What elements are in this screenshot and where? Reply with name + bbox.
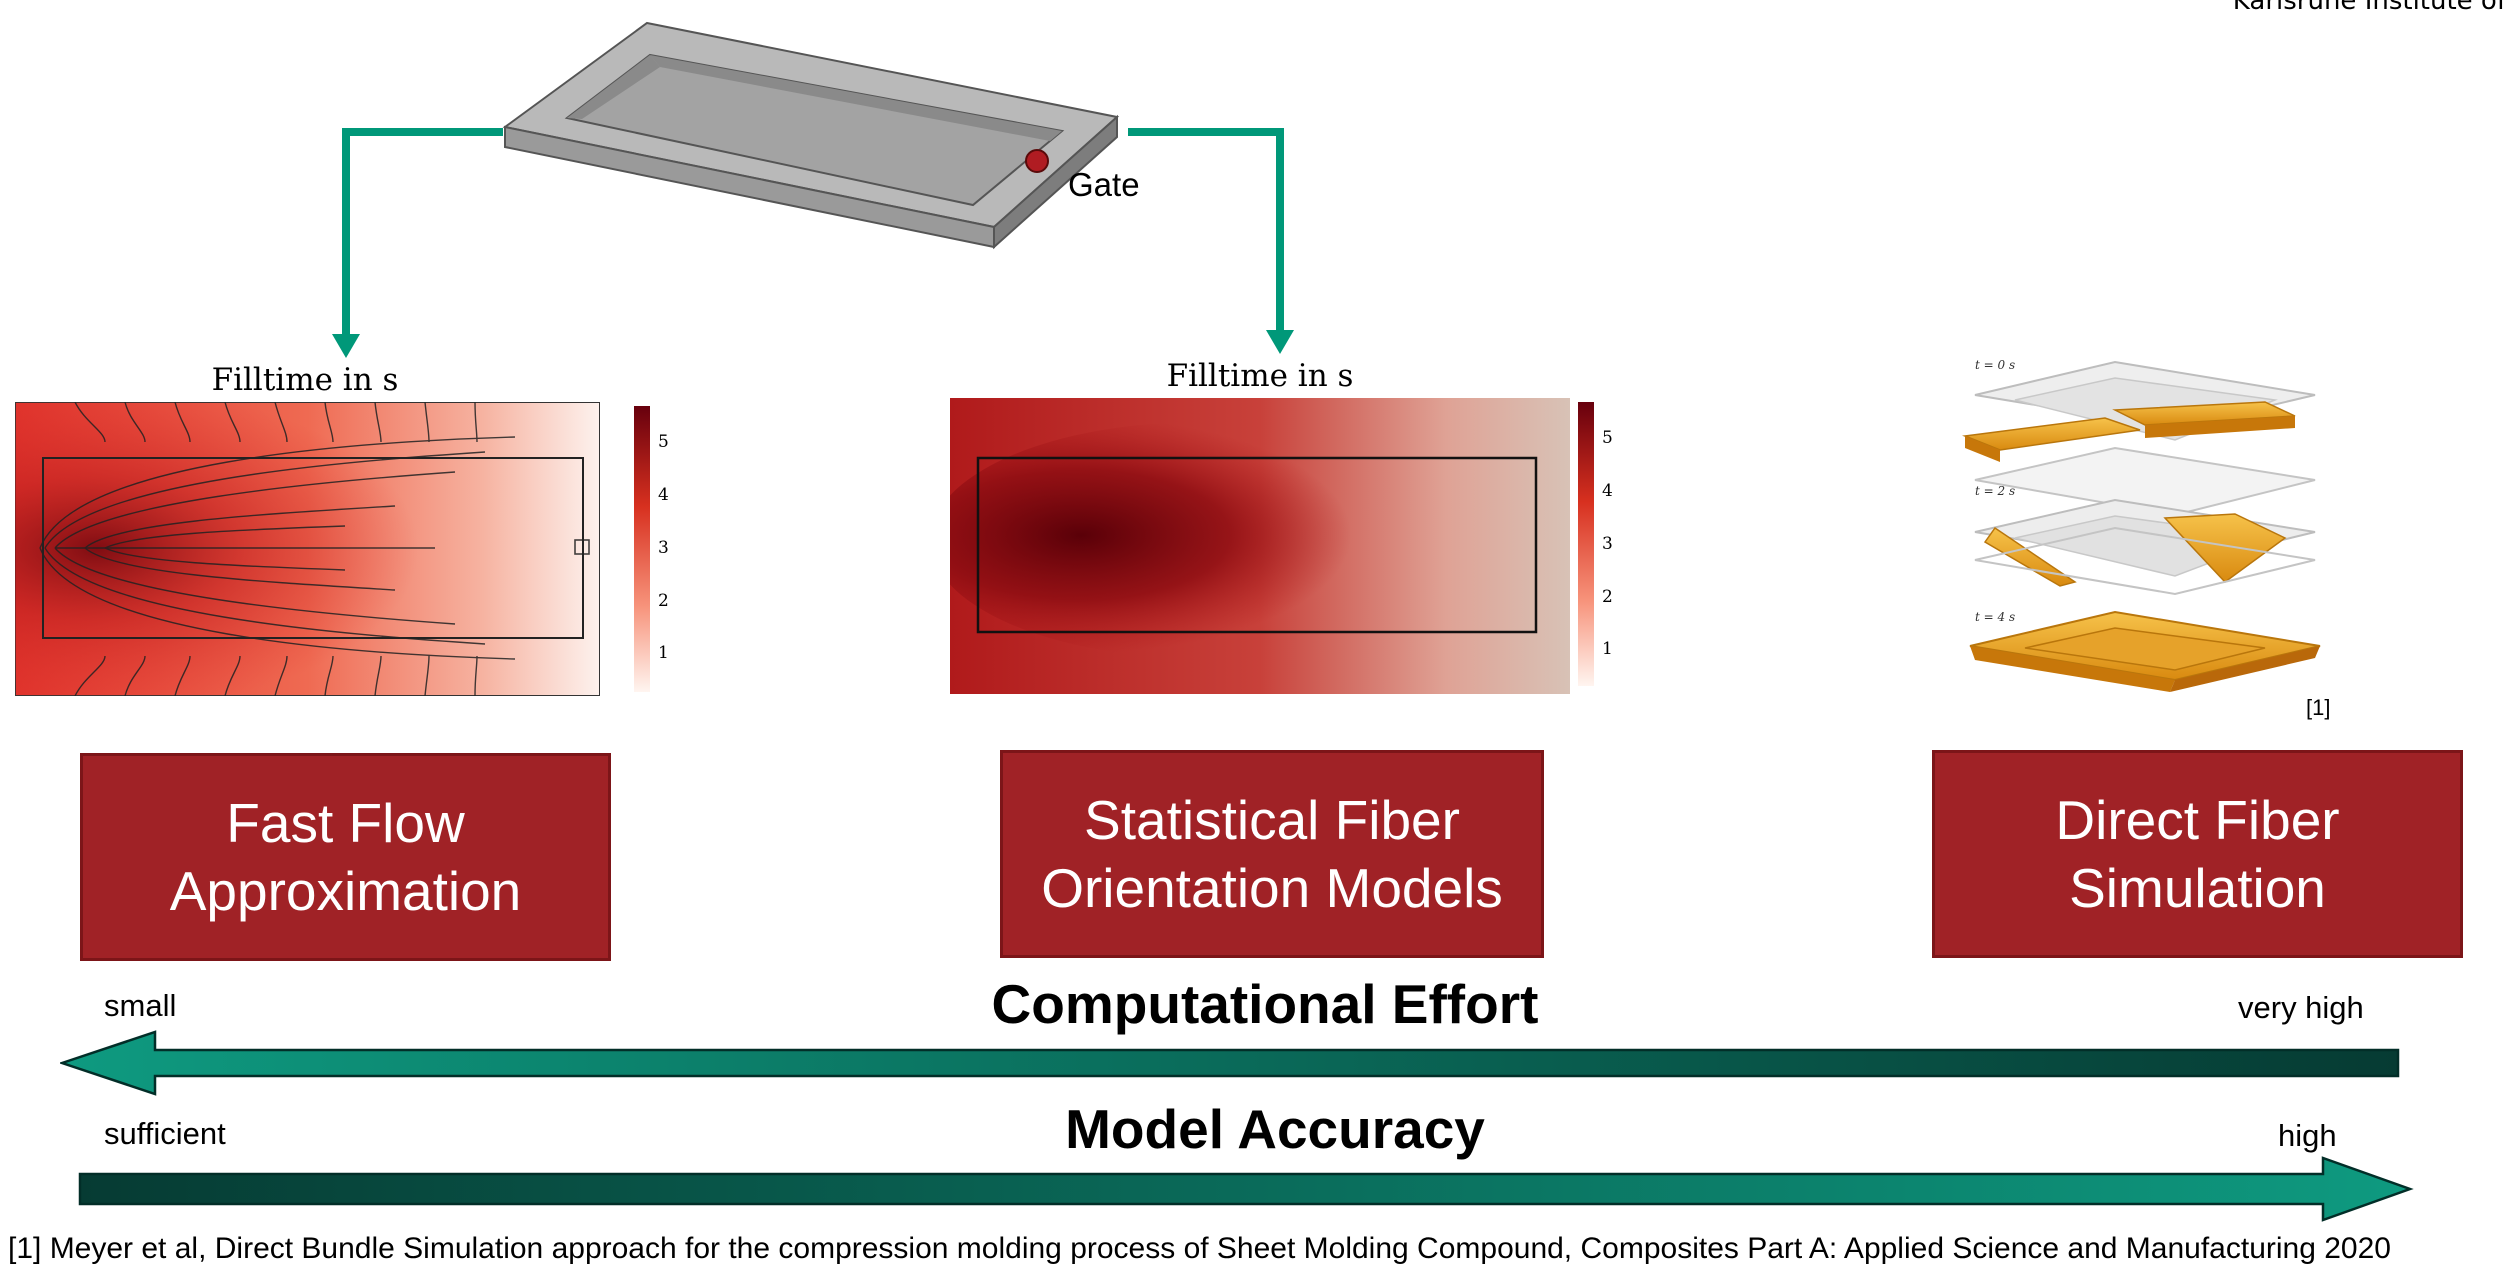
effort-low-label: small — [104, 988, 177, 1023]
plot1-tick-4: 4 — [658, 485, 669, 505]
plot2-tick-5: 5 — [1602, 428, 1613, 448]
citation-footnote: [1] Meyer et al, Direct Bundle Simulatio… — [8, 1232, 2391, 1265]
plot1-tick-2: 2 — [658, 591, 669, 611]
time-label-t0: t = 0 s — [1975, 358, 2016, 372]
filltime-plot-statistical — [950, 398, 1570, 694]
accuracy-low-label: sufficient — [104, 1116, 226, 1151]
effort-arrow — [60, 1030, 2400, 1096]
method-box-direct-fiber: Direct Fiber Simulation — [1932, 750, 2463, 958]
plot2-title: Filltime in s — [1166, 358, 1354, 394]
accuracy-arrow — [78, 1156, 2414, 1222]
arrow-to-statistical — [1128, 128, 1294, 354]
effort-high-label: very high — [2238, 990, 2364, 1025]
stage-t0 — [1962, 360, 2316, 517]
plot1-title: Filltime in s — [211, 362, 399, 398]
plot2-tick-3: 3 — [1602, 534, 1613, 554]
plot2-colorbar — [1578, 402, 1594, 686]
effort-title: Computational Effort — [991, 973, 1539, 1035]
plot2-tick-2: 2 — [1602, 587, 1613, 607]
institute-header: Karlsruhe Institute of — [2232, 0, 2506, 16]
gate-label: Gate — [1068, 166, 1140, 203]
method-label-fast-flow: Fast Flow Approximation — [169, 792, 522, 922]
time-label-t2: t = 2 s — [1975, 484, 2016, 498]
stage-t4 — [1969, 610, 2321, 692]
plot1-colorbar — [634, 406, 650, 692]
arrow-to-fast-flow — [332, 128, 503, 358]
time-label-t4: t = 4 s — [1975, 610, 2016, 624]
stage-t2 — [1974, 498, 2316, 596]
plot1-tick-1: 1 — [658, 643, 669, 663]
gate-marker — [1025, 149, 1049, 173]
plot2-tick-1: 1 — [1602, 639, 1613, 659]
plot1-tick-3: 3 — [658, 538, 669, 558]
mold-illustration — [502, 21, 1120, 250]
accuracy-high-label: high — [2278, 1118, 2337, 1153]
filltime-plot-fast-flow — [15, 402, 600, 696]
plot2-tick-4: 4 — [1602, 481, 1613, 501]
method-box-statistical: Statistical Fiber Orientation Models — [1000, 750, 1544, 958]
method-box-fast-flow: Fast Flow Approximation — [80, 753, 611, 961]
flow-arrows — [332, 128, 1294, 358]
plot1-tick-5: 5 — [658, 432, 669, 452]
reference-tag: [1] — [2306, 695, 2331, 720]
direct-sim-illustration — [1962, 360, 2321, 692]
method-label-statistical: Statistical Fiber Orientation Models — [1041, 789, 1503, 919]
method-label-direct-fiber: Direct Fiber Simulation — [2055, 789, 2340, 919]
accuracy-title: Model Accuracy — [1065, 1098, 1485, 1160]
